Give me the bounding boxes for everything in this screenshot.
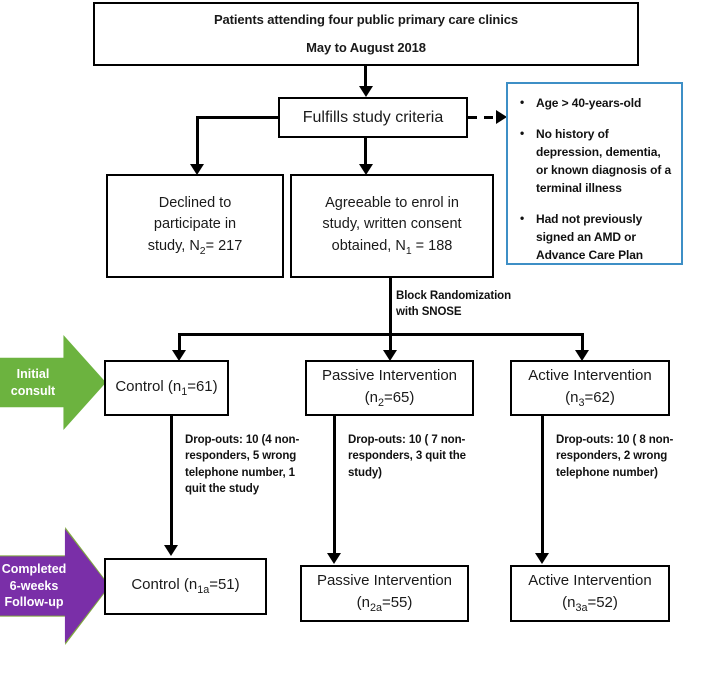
top-box-line1: Patients attending four public primary c… bbox=[213, 11, 519, 27]
allocation-passive-post: =65) bbox=[383, 388, 415, 406]
agreeable-n-sub: 1 bbox=[405, 245, 412, 257]
agreeable-line3: obtained, N1 = 188 bbox=[296, 236, 488, 259]
fulfills-criteria-label: Fulfills study criteria bbox=[302, 108, 444, 126]
top-enrollment-box: Patients attending four public primary c… bbox=[93, 2, 639, 66]
top-box-line2: May to August 2018 bbox=[306, 39, 426, 55]
followup-control-line1: Control (n1a=51) bbox=[110, 574, 261, 599]
followup-box-passive: Passive Intervention (n2a=55) bbox=[300, 565, 469, 622]
arrowhead-control-followup bbox=[164, 545, 178, 556]
allocation-passive-line1: Passive Intervention bbox=[321, 366, 458, 384]
followup-line1: Completed bbox=[1, 561, 67, 576]
agreeable-n-post: = 188 bbox=[411, 237, 453, 254]
connector-control-to-followup bbox=[170, 416, 173, 549]
allocation-active-post: =62) bbox=[584, 388, 615, 406]
arrowhead-active-followup bbox=[535, 553, 549, 564]
followup-passive-line1: Passive Intervention bbox=[316, 572, 453, 590]
allocation-box-active: Active Intervention (n3=62) bbox=[510, 360, 670, 416]
allocation-passive-sub: 2 bbox=[377, 396, 384, 409]
criteria-item-age: Age > 40-years-old bbox=[520, 93, 673, 112]
followup-active-line1: Active Intervention bbox=[528, 572, 652, 590]
allocation-passive-line2: (n2=65) bbox=[311, 387, 468, 412]
followup-active-sub: 3a bbox=[575, 602, 588, 615]
followup-passive-post: =55) bbox=[381, 594, 413, 612]
branch-active-vertical bbox=[581, 333, 584, 355]
allocation-active-line1: Active Intervention bbox=[528, 366, 652, 384]
branch-control-vertical bbox=[178, 333, 181, 355]
dropout-note-control: Drop-outs: 10 (4 non-responders, 5 wrong… bbox=[185, 434, 300, 495]
dropout-note-active: Drop-outs: 10 ( 8 non-responders, 2 wron… bbox=[556, 434, 674, 479]
arrowhead-top-to-criteria bbox=[359, 86, 373, 97]
declined-n-post: = 217 bbox=[205, 237, 243, 254]
followup-stage-arrow: Completed 6-weeks Follow-up bbox=[0, 529, 109, 643]
followup-control-sub: 1a bbox=[197, 584, 210, 597]
agreeable-box: Agreeable to enrol in study, written con… bbox=[290, 174, 494, 278]
declined-box: Declined to participate in study, N2= 21… bbox=[106, 174, 284, 278]
criteria-item-history: No history of depression, dementia, or k… bbox=[520, 124, 673, 197]
eligibility-criteria-box: Age > 40-years-old No history of depress… bbox=[506, 82, 683, 265]
followup-control-post: =51) bbox=[209, 576, 240, 594]
arrowhead-to-criteria-list bbox=[496, 110, 507, 124]
followup-control-pre: Control (n bbox=[131, 576, 198, 594]
followup-line3: Follow-up bbox=[4, 595, 64, 610]
arrowhead-to-active-group bbox=[575, 350, 589, 361]
allocation-control-post: =61) bbox=[187, 377, 218, 395]
initial-consult-line1: Initial bbox=[16, 366, 50, 381]
initial-consult-stage-arrow: Initial consult bbox=[0, 335, 106, 430]
randomization-label: Block Randomization with SNOSE bbox=[396, 288, 511, 320]
branch-passive-vertical bbox=[389, 333, 392, 355]
allocation-control-line1: Control (n1=61) bbox=[110, 376, 223, 401]
arrowhead-to-passive-group bbox=[383, 350, 397, 361]
allocation-active-line2: (n3=62) bbox=[516, 387, 664, 412]
dropout-note-passive: Drop-outs: 10 ( 7 non-responders, 3 quit… bbox=[348, 434, 466, 479]
connector-criteria-to-agreeable bbox=[364, 138, 367, 168]
criteria-item-amd: Had not previously signed an AMD or Adva… bbox=[520, 209, 673, 264]
arrowhead-to-agreeable bbox=[359, 164, 373, 175]
arrowhead-passive-followup bbox=[327, 553, 341, 564]
followup-box-control: Control (n1a=51) bbox=[104, 558, 267, 615]
arrowhead-to-declined bbox=[190, 164, 204, 175]
followup-passive-sub: 2a bbox=[369, 602, 382, 615]
followup-box-active: Active Intervention (n3a=52) bbox=[510, 565, 670, 622]
followup-active-post: =52) bbox=[587, 594, 618, 612]
declined-line3: study, N2= 217 bbox=[112, 236, 278, 259]
allocation-active-pre: (n bbox=[565, 388, 579, 406]
connector-top-to-criteria bbox=[364, 66, 367, 90]
followup-passive-line2: (n2a=55) bbox=[306, 592, 463, 617]
connector-criteria-left-vertical bbox=[196, 116, 199, 168]
allocation-box-control: Control (n1=61) bbox=[104, 360, 229, 416]
declined-line2: participate in bbox=[153, 216, 237, 233]
followup-active-pre: (n bbox=[562, 594, 576, 612]
declined-line1: Declined to bbox=[158, 195, 232, 212]
allocation-box-passive: Passive Intervention (n2=65) bbox=[305, 360, 474, 416]
allocation-control-sub: 1 bbox=[181, 385, 188, 398]
followup-passive-pre: (n bbox=[356, 594, 370, 612]
randomization-line1: Block Randomization bbox=[396, 290, 512, 302]
declined-n-sub: 2 bbox=[199, 245, 206, 257]
followup-active-line2: (n3a=52) bbox=[516, 592, 664, 617]
dashed-connector-to-criteria-list bbox=[468, 116, 502, 119]
connector-agreeable-to-randomization bbox=[389, 278, 392, 334]
initial-consult-line2: consult bbox=[10, 383, 56, 398]
agreeable-n-pre: obtained, N bbox=[331, 237, 406, 254]
arrowhead-to-control-group bbox=[172, 350, 186, 361]
followup-line2: 6-weeks bbox=[9, 578, 59, 593]
randomization-line2: with SNOSE bbox=[396, 306, 462, 319]
connector-passive-to-followup bbox=[333, 416, 336, 557]
allocation-passive-pre: (n bbox=[364, 388, 378, 406]
fulfills-criteria-box: Fulfills study criteria bbox=[278, 97, 468, 138]
agreeable-line2: study, written consent bbox=[322, 216, 462, 233]
connector-active-to-followup bbox=[541, 416, 544, 557]
agreeable-line1: Agreeable to enrol in bbox=[325, 195, 459, 212]
allocation-active-sub: 3 bbox=[578, 396, 585, 409]
declined-n-pre: study, N bbox=[147, 237, 200, 254]
randomization-split-bus bbox=[178, 333, 584, 336]
connector-criteria-left-horizontal bbox=[196, 116, 280, 119]
allocation-control-pre: Control (n bbox=[115, 377, 182, 395]
